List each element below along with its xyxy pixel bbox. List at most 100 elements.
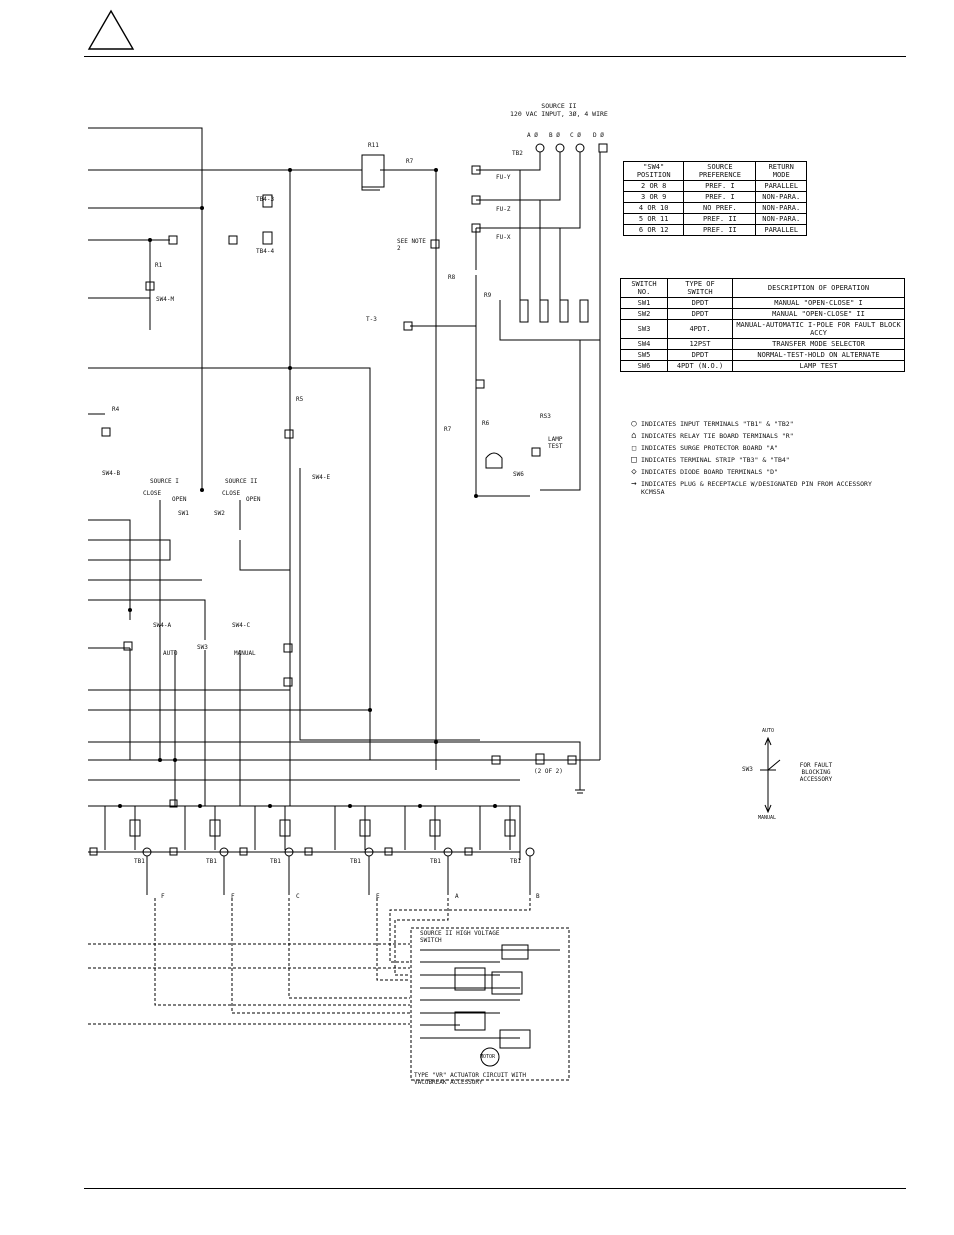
source-ii-subtitle: 120 VAC INPUT, 3Ø, 4 WIRE [510, 110, 608, 118]
t3-label: T-3 [366, 316, 377, 323]
phase-c-label: C Ø [570, 132, 581, 139]
auto-inset-label: AUTO [762, 728, 775, 734]
symbol-legend: ○ INDICATES INPUT TERMINALS "TB1" & "TB2"… [627, 420, 891, 498]
legend-text: INDICATES INPUT TERMINALS "TB1" & "TB2" [641, 420, 794, 428]
tb1-label-1: TB1 [134, 858, 145, 865]
table-cell: NON-PARA. [755, 191, 807, 203]
sw1-label: SW1 [178, 510, 189, 517]
pin-f-2: F [231, 893, 235, 900]
table-cell: NON-PARA. [755, 213, 807, 225]
table-cell: LAMP TEST [732, 360, 905, 372]
table-cell: PARALLEL [755, 224, 807, 236]
source-ii-label: SOURCE II [225, 478, 258, 485]
table-header-row: "SW4" POSITION SOURCE PREFERENCE RETURN … [622, 161, 807, 181]
table-cell: PREF. I [683, 191, 757, 203]
table-cell: DPDT [667, 297, 733, 309]
manual-inset-label: MANUAL [758, 815, 777, 821]
circle-icon: ○ [631, 419, 637, 429]
fuy-label: FU-Y [496, 174, 511, 181]
r6-label: R6 [482, 420, 490, 427]
legend-text: INDICATES PLUG & RECEPTACLE W/DESIGNATED… [641, 480, 872, 496]
pin-f-1: F [161, 893, 165, 900]
header-rule [84, 56, 906, 57]
tb1-label-2: TB1 [206, 858, 217, 865]
sw2-label: SW2 [214, 510, 225, 517]
r5-label: R5 [296, 396, 304, 403]
warning-triangle-icon [87, 9, 135, 50]
sw4e-label: SW4-E [312, 474, 331, 481]
table-cell: SW5 [620, 349, 668, 361]
table-header: TYPE OF SWITCH [667, 278, 733, 298]
diamond-icon: ◇ [631, 467, 637, 477]
table-cell: DPDT [667, 308, 733, 320]
sw6-label: SW6 [513, 471, 524, 478]
fux-label: FU-X [496, 234, 511, 241]
table-cell: SW4 [620, 338, 668, 350]
table-cell: PARALLEL [755, 180, 807, 192]
rs3-label: RS3 [540, 413, 551, 420]
sw4a-label: SW4-A [153, 622, 172, 629]
close-ii-label: CLOSE [222, 490, 241, 497]
table-cell: SW6 [620, 360, 668, 372]
table-cell: 5 OR 11 [622, 213, 685, 225]
source-ii-title: SOURCE II [541, 102, 577, 110]
tb2-label: TB2 [512, 150, 523, 157]
phase-d-label: D Ø [593, 132, 604, 139]
tb1-label-6: TB1 [510, 858, 521, 865]
r7-top-label: R7 [406, 158, 414, 165]
table-header: SWITCH NO. [620, 278, 668, 298]
square-icon: □ [631, 455, 637, 465]
legend-item: →INDICATES PLUG & RECEPTACLE W/DESIGNATE… [627, 480, 891, 498]
table-cell: PREF. II [683, 213, 757, 225]
legend-item: □ INDICATES TERMINAL STRIP "TB3" & "TB4" [627, 456, 891, 468]
table-cell: SW1 [620, 297, 668, 309]
table-cell: SW2 [620, 308, 668, 320]
table-cell: 12PST [667, 338, 733, 350]
r8-label: R8 [448, 274, 456, 281]
pin-e: E [376, 893, 380, 900]
hv-box-footer: TYPE "VR" ACTUATOR CIRCUIT WITH VACUBREA… [414, 1072, 526, 1086]
legend-text: INDICATES DIODE BOARD TERMINALS "D" [641, 468, 778, 476]
tb-item-label: (2 OF 2) [534, 768, 563, 775]
table-cell: MANUAL "OPEN-CLOSE" II [732, 308, 905, 320]
source-i-label: SOURCE I [150, 478, 179, 485]
r4-label: R4 [112, 406, 120, 413]
manual-label: MANUAL [234, 650, 256, 657]
open-i-label: OPEN [172, 496, 187, 503]
table-cell: TRANSFER MODE SELECTOR [732, 338, 905, 350]
table-cell: 4PDT (N.O.) [667, 360, 733, 372]
phase-a-label: A Ø [527, 132, 538, 139]
small-square-icon: □ [631, 444, 637, 452]
table-header: SOURCE PREFERENCE [683, 161, 757, 181]
legend-item: ⌂ INDICATES RELAY TIE BOARD TERMINALS "R" [627, 432, 891, 444]
table-header: "SW4" POSITION [622, 161, 685, 181]
lamp-test-label: LAMP TEST [548, 436, 563, 450]
table-cell: PREF. I [683, 180, 757, 192]
table-cell: MANUAL-AUTOMATIC I-POLE FOR FAULT BLOCK … [732, 319, 905, 339]
legend-text: INDICATES TERMINAL STRIP "TB3" & "TB4" [641, 456, 790, 464]
legend-item: ◇ INDICATES DIODE BOARD TERMINALS "D" [627, 468, 891, 480]
table-header: RETURN MODE [755, 161, 807, 181]
pin-b: B [536, 893, 540, 900]
table-cell: NORMAL-TEST-HOLD ON ALTERNATE [732, 349, 905, 361]
pin-c: C [296, 893, 300, 900]
r11-label: R11 [368, 142, 379, 149]
tb1-label-5: TB1 [430, 858, 441, 865]
legend-text: INDICATES RELAY TIE BOARD TERMINALS "R" [641, 432, 794, 440]
auto-label: AUTO [163, 650, 178, 657]
table-cell: PREF. II [683, 224, 757, 236]
legend-item: □INDICATES SURGE PROTECTOR BOARD "A" [627, 444, 891, 456]
tb1-label-3: TB1 [270, 858, 281, 865]
arch-icon: ⌂ [631, 431, 637, 441]
table-cell: MANUAL "OPEN-CLOSE" I [732, 297, 905, 309]
fault-block-note: FOR FAULT BLOCKING ACCESSORY [799, 762, 833, 783]
legend-item: ○ INDICATES INPUT TERMINALS "TB1" & "TB2" [627, 420, 891, 432]
phase-b-label: B Ø [549, 132, 560, 139]
r1-label: R1 [155, 262, 163, 269]
